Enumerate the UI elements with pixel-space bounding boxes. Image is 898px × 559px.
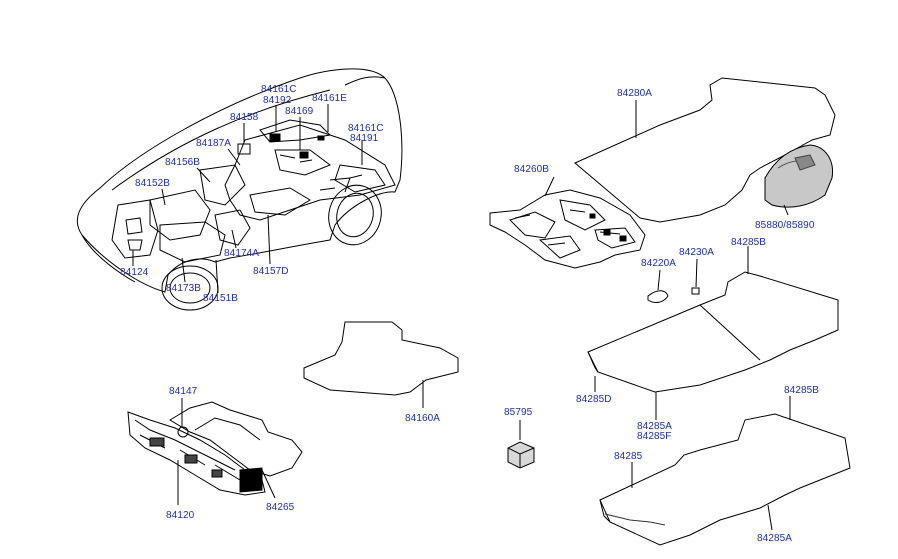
label-84265: 84265: [266, 502, 295, 513]
part-84230A: [691, 258, 700, 295]
part-85795: [507, 420, 535, 469]
label-84120: 84120: [166, 510, 195, 521]
label-84147: 84147: [169, 386, 198, 397]
label-84260B: 84260B: [514, 164, 550, 175]
label-85880-85890: 85880/85890: [755, 220, 815, 231]
label-84157D: 84157D: [253, 266, 289, 277]
label-84169: 84169: [285, 106, 314, 117]
label-84161C-upper: 84161C: [261, 84, 297, 95]
label-84285A-mid: 84285A: [637, 421, 673, 432]
part-84265: [169, 401, 303, 499]
part-84285-upper: [587, 246, 839, 420]
label-84285D: 84285D: [576, 394, 612, 405]
label-84285: 84285: [614, 451, 643, 462]
label-84152B: 84152B: [135, 178, 171, 189]
label-84280A: 84280A: [617, 88, 653, 99]
part-84280A: [574, 77, 836, 223]
label-84192: 84192: [263, 95, 292, 106]
part-84120: [127, 398, 266, 505]
label-84161C-right: 84161C: [348, 123, 384, 134]
label-84151B: 84151B: [203, 293, 239, 304]
label-84173B: 84173B: [166, 283, 202, 294]
label-84161E: 84161E: [312, 93, 348, 104]
part-84160A: [303, 321, 459, 408]
part-84260B: [489, 176, 646, 269]
label-84174A: 84174A: [224, 248, 260, 259]
part-84220A: [647, 269, 669, 304]
label-84187A: 84187A: [196, 138, 232, 149]
label-84230A: 84230A: [679, 247, 715, 258]
label-84160A: 84160A: [405, 413, 441, 424]
label-84220A: 84220A: [641, 258, 677, 269]
label-84285A-bottom: 84285A: [757, 533, 793, 544]
vehicle-leaders: [132, 104, 363, 294]
vehicle-floor-parts: [111, 119, 396, 263]
label-84191: 84191: [350, 133, 379, 144]
label-84158: 84158: [230, 112, 259, 123]
label-84285B-upper: 84285B: [731, 237, 767, 248]
part-84285-lower: [599, 396, 851, 546]
label-84285B-lower: 84285B: [784, 385, 820, 396]
label-84285F: 84285F: [637, 431, 672, 442]
label-85795: 85795: [504, 407, 533, 418]
vehicle-body: [77, 68, 403, 311]
label-84156B: 84156B: [165, 157, 201, 168]
label-84124: 84124: [120, 267, 149, 278]
part-85880: [764, 144, 834, 216]
